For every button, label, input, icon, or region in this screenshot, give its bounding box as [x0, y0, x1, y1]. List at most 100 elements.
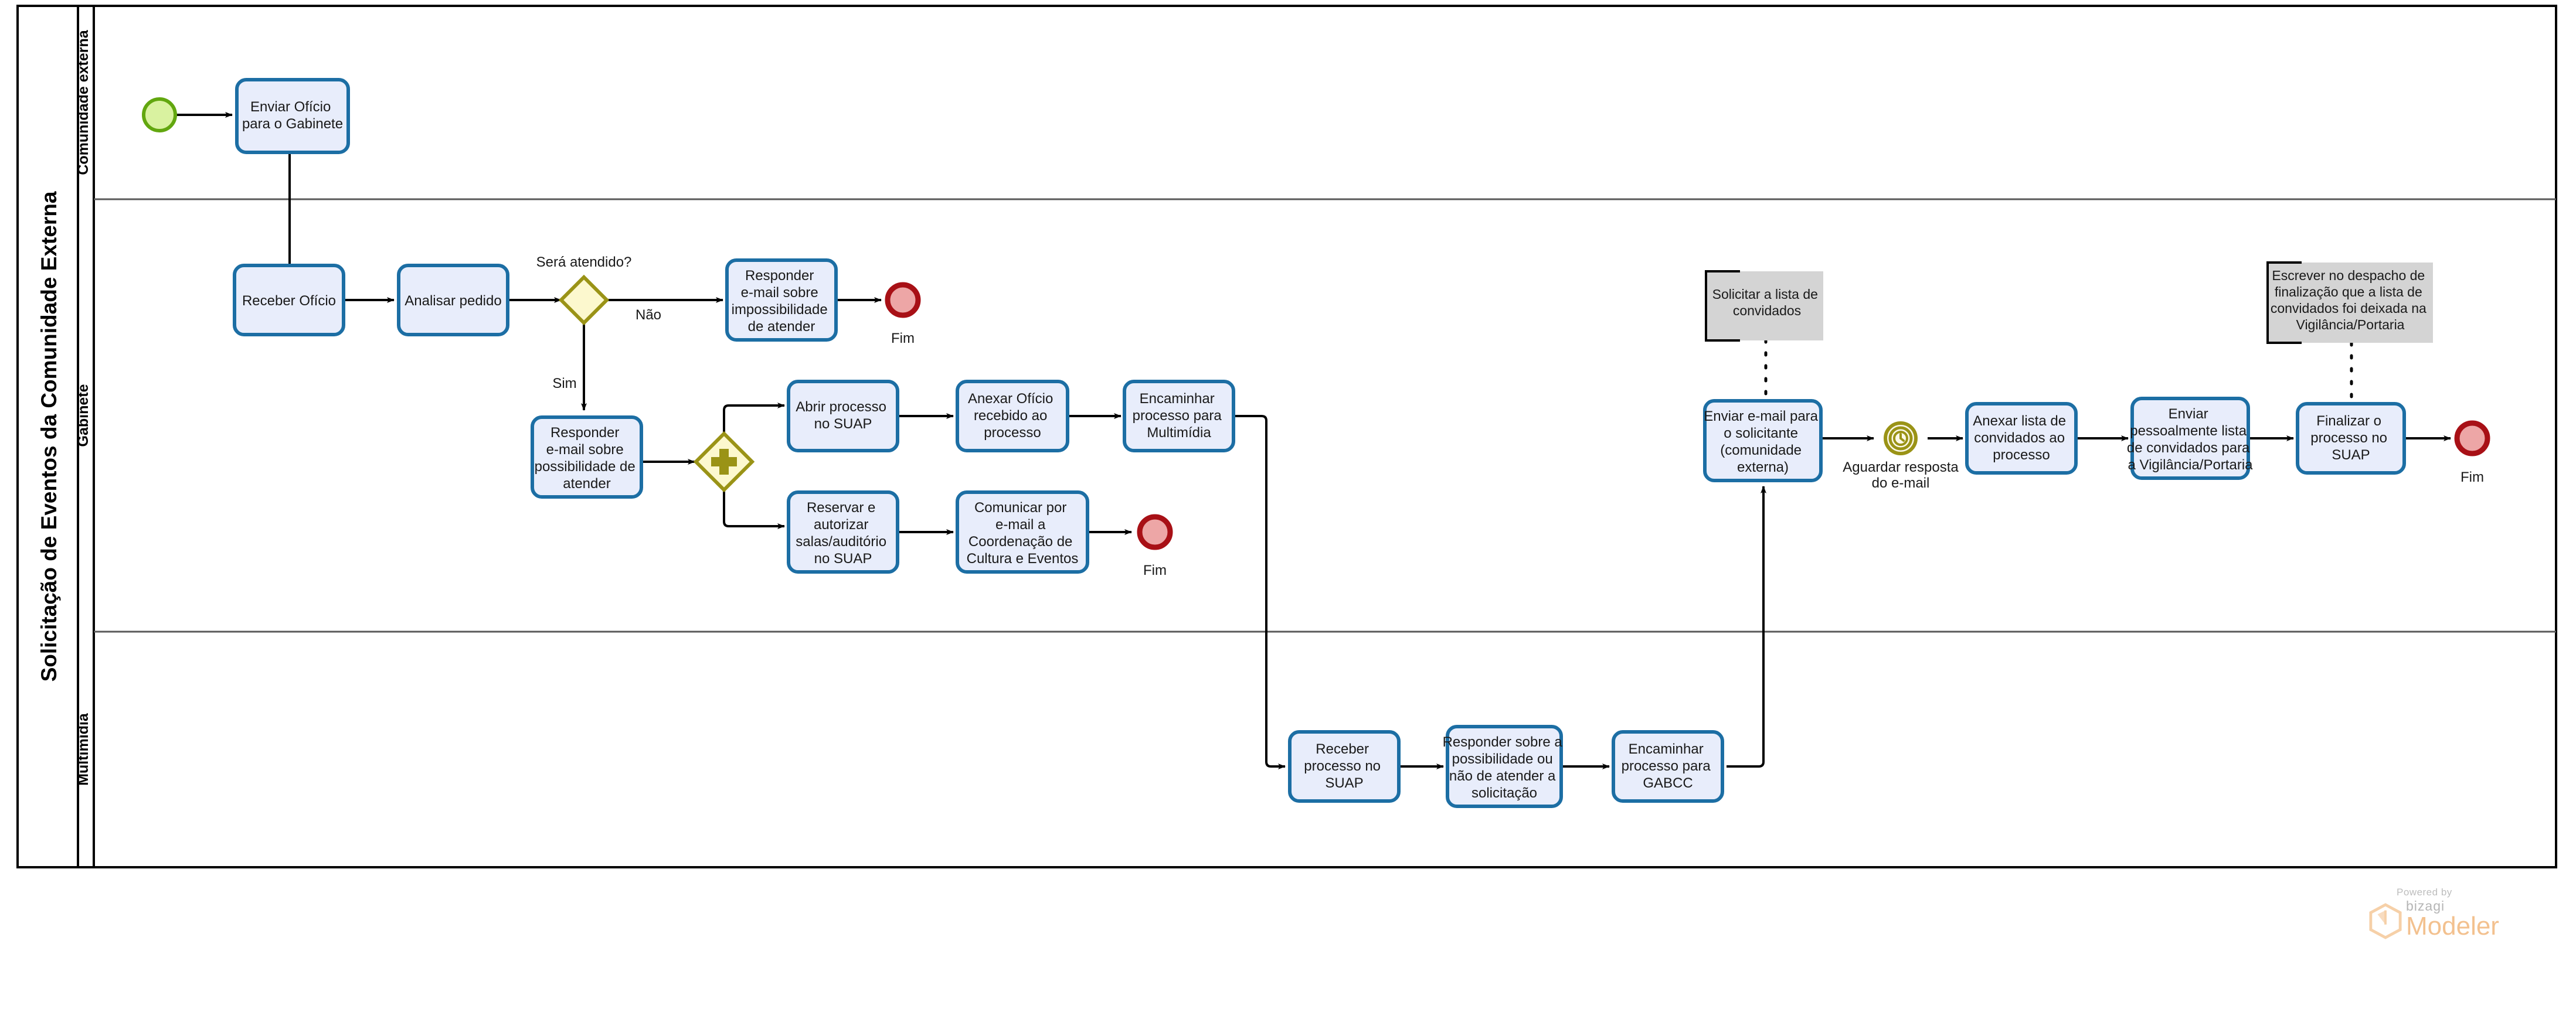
- task-label-line: a Vigilância/Portaria: [2128, 457, 2253, 473]
- pool: Solicitação de Eventos da Comunidade Ext…: [16, 5, 2557, 868]
- svg-text:Receber Ofício: Receber Ofício: [242, 293, 336, 309]
- task-label-line: e-mail sobre: [741, 285, 818, 301]
- edge-label-nao: Não: [635, 307, 661, 323]
- task-label-line: convidados ao: [1974, 430, 2065, 446]
- task-finalizar-processo-suap[interactable]: Finalizar o processo no SUAP: [2296, 402, 2406, 475]
- timer-label-line1: Aguardar resposta: [1843, 459, 1959, 475]
- svg-text:Encaminhar processo pa: Encaminhar processo para GABCC: [1622, 741, 1715, 791]
- task-label-line: e-mail a: [995, 517, 1046, 533]
- end-event-nao[interactable]: Fim: [885, 282, 921, 346]
- task-label-line: Encaminhar: [1629, 741, 1704, 757]
- svg-text:Enviar pessoalmente li: Enviar pessoalmente lista de convidados …: [2127, 406, 2254, 473]
- svg-text:Reservar e autorizar: Reservar e autorizar salas/auditório no …: [796, 500, 890, 567]
- task-reservar-salas[interactable]: Reservar e autorizar salas/auditório no …: [787, 490, 899, 574]
- timer-intermediate-event[interactable]: Aguardar resposta do e-mail: [1843, 421, 1959, 491]
- pool-title: Solicitação de Eventos da Comunidade Ext…: [37, 191, 61, 681]
- task-label-line: Enviar e-mail para: [1704, 408, 1818, 424]
- flow-encmulti-to-receberproc: [1233, 415, 1286, 769]
- task-label-line: impossibilidade: [732, 302, 828, 318]
- flow-gabcc-to-enviaremail: [1727, 486, 1766, 768]
- svg-text:Escrever no despacho de: Escrever no despacho de finalização que …: [2271, 268, 2430, 332]
- task-label-line: atender: [563, 476, 610, 492]
- exclusive-gateway-label: Será atendido?: [536, 254, 632, 270]
- svg-text:Encaminhar processo pa: Encaminhar processo para Multimídia: [1133, 391, 1226, 441]
- annotation-escrever-despacho: Escrever no despacho de finalização que …: [2266, 261, 2433, 344]
- task-label-line: Anexar Ofício: [968, 391, 1053, 407]
- task-label-line: Reservar e: [807, 500, 875, 516]
- task-label-line: Enviar: [2169, 406, 2208, 422]
- task-label-line: processo no: [2310, 430, 2387, 446]
- task-label-line: não de atender a: [1449, 768, 1556, 784]
- modeler-wordmark: Modeler: [2406, 912, 2499, 940]
- task-label-line: Cultura e Eventos: [967, 551, 1079, 567]
- task-analisar-pedido[interactable]: Analisar pedido: [397, 264, 509, 336]
- task-responder-possibilidade[interactable]: Responder e-mail sobre possibilidade de …: [531, 415, 643, 499]
- task-label-line: processo: [984, 425, 1041, 441]
- svg-text:Responder e-mail sobre: Responder e-mail sobre impossibilidade d…: [732, 268, 832, 335]
- annotation-line: Escrever no despacho de: [2272, 268, 2425, 283]
- svg-text:Anexar Ofício recebido: Anexar Ofício recebido ao processo: [968, 391, 1057, 441]
- task-label-line: de atender: [748, 319, 815, 335]
- task-anexar-lista-convidados[interactable]: Anexar lista de convidados ao processo: [1965, 402, 2078, 475]
- task-responder-possibilidade-multimidia[interactable]: Responder sobre a possibilidade ou não d…: [1443, 725, 1566, 808]
- task-label-line: Enviar Ofício: [250, 99, 331, 115]
- task-label-line: Receber Ofício: [242, 293, 336, 309]
- powered-by-label: Powered by: [2397, 887, 2452, 898]
- svg-text:Enviar Ofício para o G: Enviar Ofício para o Gabinete: [242, 99, 343, 132]
- task-label-line: Analisar pedido: [405, 293, 501, 309]
- svg-text:Finalizar o processo n: Finalizar o processo no SUAP: [2310, 413, 2391, 463]
- task-label-line: processo para: [1133, 408, 1222, 424]
- edge-label-sim: Sim: [552, 376, 576, 391]
- end-event-final-label: Fim: [2461, 469, 2484, 485]
- task-label-line: Responder sobre a: [1443, 734, 1563, 750]
- lane-label-comunidade: Comunidade externa: [75, 29, 91, 175]
- task-encaminhar-multimidia[interactable]: Encaminhar processo para Multimídia: [1123, 380, 1235, 452]
- svg-text:Abrir processo no SUAP: Abrir processo no SUAP: [796, 399, 890, 432]
- task-anexar-oficio[interactable]: Anexar Ofício recebido ao processo: [956, 380, 1069, 452]
- svg-text:Receber processo no: Receber processo no SUAP: [1304, 741, 1384, 791]
- task-label-line: externa): [1737, 459, 1789, 475]
- svg-text:Responder sobre a poss: Responder sobre a possibilidade ou não d…: [1443, 734, 1566, 801]
- task-enviar-pessoalmente-lista[interactable]: Enviar pessoalmente lista de convidados …: [2127, 397, 2254, 480]
- task-enviar-email-solicitante[interactable]: Enviar e-mail para o solicitante (comuni…: [1703, 399, 1823, 482]
- task-abrir-processo[interactable]: Abrir processo no SUAP: [787, 380, 899, 452]
- parallel-gateway[interactable]: [693, 431, 755, 493]
- end-event-cultura-label: Fim: [1143, 563, 1167, 578]
- task-responder-impossibilidade[interactable]: Responder e-mail sobre impossibilidade d…: [725, 258, 838, 342]
- task-receber-processo-suap[interactable]: Receber processo no SUAP: [1288, 730, 1401, 803]
- task-label-line: solicitação: [1471, 785, 1537, 801]
- exclusive-gateway[interactable]: Será atendido? Não Sim: [536, 254, 661, 391]
- task-label-line: Responder: [745, 268, 814, 284]
- task-label-line: no SUAP: [814, 551, 872, 567]
- bizagi-hex-icon: [2368, 903, 2402, 939]
- task-label-line: processo para: [1622, 758, 1711, 774]
- task-label-line: Receber: [1316, 741, 1369, 757]
- svg-text:Enviar e-mail para o s: Enviar e-mail para o solicitante (comuni…: [1704, 408, 1821, 475]
- annotation-solicitar-lista: Solicitar a lista de convidados: [1705, 270, 1823, 342]
- task-label-line: pessoalmente lista: [2130, 423, 2247, 439]
- task-receber-oficio[interactable]: Receber Ofício: [233, 264, 345, 336]
- task-label-line: Comunicar por: [974, 500, 1066, 516]
- end-event-final[interactable]: Fim: [2454, 420, 2490, 485]
- task-label-line: Finalizar o: [2316, 413, 2381, 429]
- task-label-line: Anexar lista de: [1973, 413, 2066, 429]
- task-label-line: recebido ao: [974, 408, 1047, 424]
- task-comunicar-cultura[interactable]: Comunicar por e-mail a Coordenação de Cu…: [956, 490, 1089, 574]
- annotation-line: convidados foi deixada na: [2271, 301, 2427, 316]
- task-label-line: salas/auditório: [796, 534, 886, 550]
- task-label-line: Abrir processo: [796, 399, 886, 415]
- end-event-cultura[interactable]: Fim: [1137, 514, 1173, 578]
- start-event[interactable]: [142, 97, 177, 132]
- associations: [1764, 338, 2353, 407]
- svg-text:Anexar lista de convid: Anexar lista de convidados ao processo: [1973, 413, 2069, 463]
- svg-text:Comunicar por e-mail a: Comunicar por e-mail a Coordenação de Cu…: [967, 500, 1079, 567]
- task-label-line: possibilidade de: [535, 459, 635, 475]
- task-label-line: Responder: [550, 425, 619, 441]
- task-enviar-oficio[interactable]: Enviar Ofício para o Gabinete: [235, 78, 350, 154]
- task-label-line: SUAP: [2332, 447, 2370, 463]
- end-event-nao-label: Fim: [891, 330, 915, 346]
- task-label-line: GABCC: [1643, 775, 1693, 791]
- task-encaminhar-gabcc[interactable]: Encaminhar processo para GABCC: [1612, 730, 1724, 803]
